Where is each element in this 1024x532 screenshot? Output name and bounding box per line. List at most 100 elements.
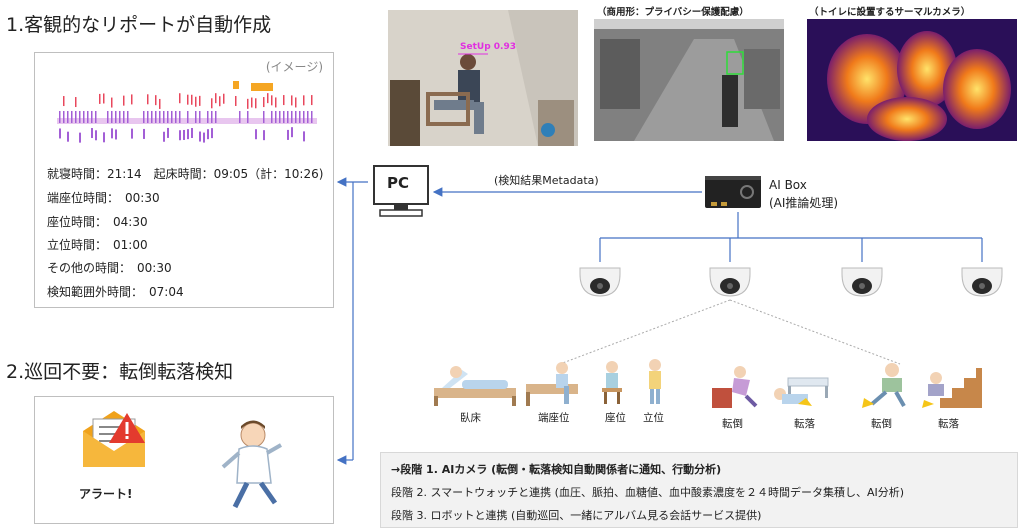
timeline-mark-red: [191, 94, 193, 105]
timeline-mark-purple: [279, 111, 281, 123]
timeline-mark-red: [251, 97, 253, 108]
running-caregiver-icon: [221, 420, 282, 509]
detection-label: SetUp 0.93: [460, 42, 516, 52]
thermal-camera-view: [807, 19, 1017, 141]
timeline-mark-purple-low: [111, 128, 113, 139]
posture-label-sitting: 座位: [605, 412, 626, 424]
timeline-mark-purple: [91, 111, 93, 123]
timeline-mark-purple-low: [91, 128, 93, 139]
timeline-mark-purple-low: [143, 128, 145, 139]
timeline-mark-purple: [199, 111, 201, 123]
timeline-mark-purple: [283, 111, 285, 123]
timeline-mark-red: [223, 93, 225, 104]
timeline-mark-purple-low: [303, 131, 305, 142]
alert-box: アラート!: [34, 396, 334, 524]
timeline-mark-purple-low: [179, 130, 181, 141]
timeline-mark-red: [195, 96, 197, 107]
dome-camera-icon: [961, 267, 1003, 297]
timeline-mark-purple-low: [115, 129, 117, 140]
timeline-mark-red: [63, 96, 65, 107]
timeline-mark-red: [111, 97, 113, 108]
timeline-mark-purple-low: [163, 131, 165, 142]
image-tag: (イメージ): [265, 60, 323, 74]
report-sleep-line: 就寝時間：21:14 起床時間：09:05（計：10:26): [47, 167, 324, 181]
timeline-mark-purple: [143, 111, 145, 123]
pc-icon: [373, 165, 429, 217]
alert-label: アラート!: [79, 487, 133, 501]
timeline-mark-red: [155, 95, 157, 106]
timeline-mark-purple-low: [131, 128, 133, 139]
timeline-mark-purple-low: [191, 127, 193, 138]
timeline-mark-red: [215, 93, 217, 104]
timeline-mark-purple-low: [287, 129, 289, 140]
timeline-mark-purple-low: [211, 128, 213, 139]
dome-camera-icon: [709, 267, 751, 297]
timeline-mark-red: [235, 95, 237, 106]
alert-mail-icon: [83, 411, 145, 467]
timeline-mark-red: [123, 95, 125, 106]
timeline-mark-purple: [275, 111, 277, 123]
dome-camera-icon: [841, 267, 883, 297]
thermal-caption: （トイレに設置するサーマルカメラ）: [809, 7, 971, 18]
lying-in-bed-illustration: [434, 366, 516, 406]
timeline-mark-purple: [83, 111, 85, 123]
report-standing-line: 立位時間： 01:00: [47, 238, 148, 252]
timeline-mark-purple-low: [207, 129, 209, 140]
posture-label-fall: 転倒: [722, 418, 743, 430]
step-2: 段階 2. スマートウォッチと連携 (血圧、脈拍、血糖値、血中酸素濃度を２４時間…: [391, 486, 905, 499]
edge-sitting-illustration: [526, 362, 578, 406]
timeline-mark-red: [267, 93, 269, 104]
timeline-mark-purple: [179, 111, 181, 123]
timeline-mark-red: [147, 94, 149, 105]
timeline-mark-red: [263, 97, 265, 108]
timeline-mark-red: [271, 95, 273, 106]
report-edge-sitting-line: 端座位時間： 00:30: [47, 191, 160, 205]
timeline-mark-purple: [67, 111, 69, 123]
section1-title: 1.客観的なリポートが自動作成: [6, 14, 272, 36]
timeline-mark-purple-low: [263, 130, 265, 141]
timeline-mark-purple: [175, 111, 177, 123]
timeline-mark-purple: [151, 111, 153, 123]
timeline-mark-purple-low: [67, 131, 69, 142]
timeline-mark-purple-low: [199, 131, 201, 142]
timeline-mark-purple-low: [187, 129, 189, 140]
timeline-mark-purple: [307, 111, 309, 123]
timeline-mark-purple: [127, 111, 129, 123]
dome-camera-icon: [579, 267, 621, 297]
timeline-mark-purple-low: [103, 132, 105, 143]
fall-illustration-2: [862, 363, 906, 408]
posture-label-lying: 臥床: [460, 412, 481, 424]
commercial-caption: （商用形：プライバシー保護配慮）: [597, 7, 749, 18]
report-box: (イメージ) 就寝時間：21:14 起床時間：09:05（計：10:26) 端座…: [34, 52, 334, 308]
timeline-mark-purple: [123, 111, 125, 123]
timeline-mark-red: [187, 94, 189, 105]
timeline-mark-red: [303, 95, 305, 106]
timeline-mark-red: [219, 96, 221, 107]
step-3: 段階 3. ロボットと連携 (自動巡回、一緒にアルバム見る会話サービス提供): [391, 509, 762, 522]
timeline-mark-purple: [187, 111, 189, 123]
fall-illustration: [712, 366, 758, 408]
timeline-mark-purple-low: [79, 132, 81, 143]
pc-label: PC: [387, 174, 410, 192]
timeline-mark-red: [247, 98, 249, 109]
report-out-of-range-line: 検知範囲外時間： 07:04: [47, 285, 184, 299]
timeline-mark-purple: [311, 111, 313, 123]
roadmap-steps-box: →段階 1. AIカメラ (転倒・転落検知自動関係者に通知、行動分析) 段階 2…: [380, 452, 1018, 528]
bed-fall-illustration: [774, 377, 829, 406]
posture-label-edge-sitting: 端座位: [538, 412, 570, 424]
timeline-mark-purple: [79, 111, 81, 123]
report-sitting-line: 座位時間： 04:30: [47, 215, 148, 229]
timeline-mark-purple-low: [203, 132, 205, 143]
ai-box-subtitle: (AI推論処理): [769, 196, 839, 210]
timeline-mark-red: [311, 95, 313, 106]
timeline-mark-purple: [95, 111, 97, 123]
timeline-mark-purple: [287, 111, 289, 123]
timeline-mark-purple: [87, 111, 89, 123]
timeline-mark-purple: [295, 111, 297, 123]
detection-camera-view: SetUp 0.93: [388, 10, 578, 146]
timeline-mark-purple: [211, 111, 213, 123]
timeline-mark-purple: [195, 111, 197, 123]
stair-fall-illustration: [922, 368, 982, 408]
timeline-mark-purple: [155, 111, 157, 123]
